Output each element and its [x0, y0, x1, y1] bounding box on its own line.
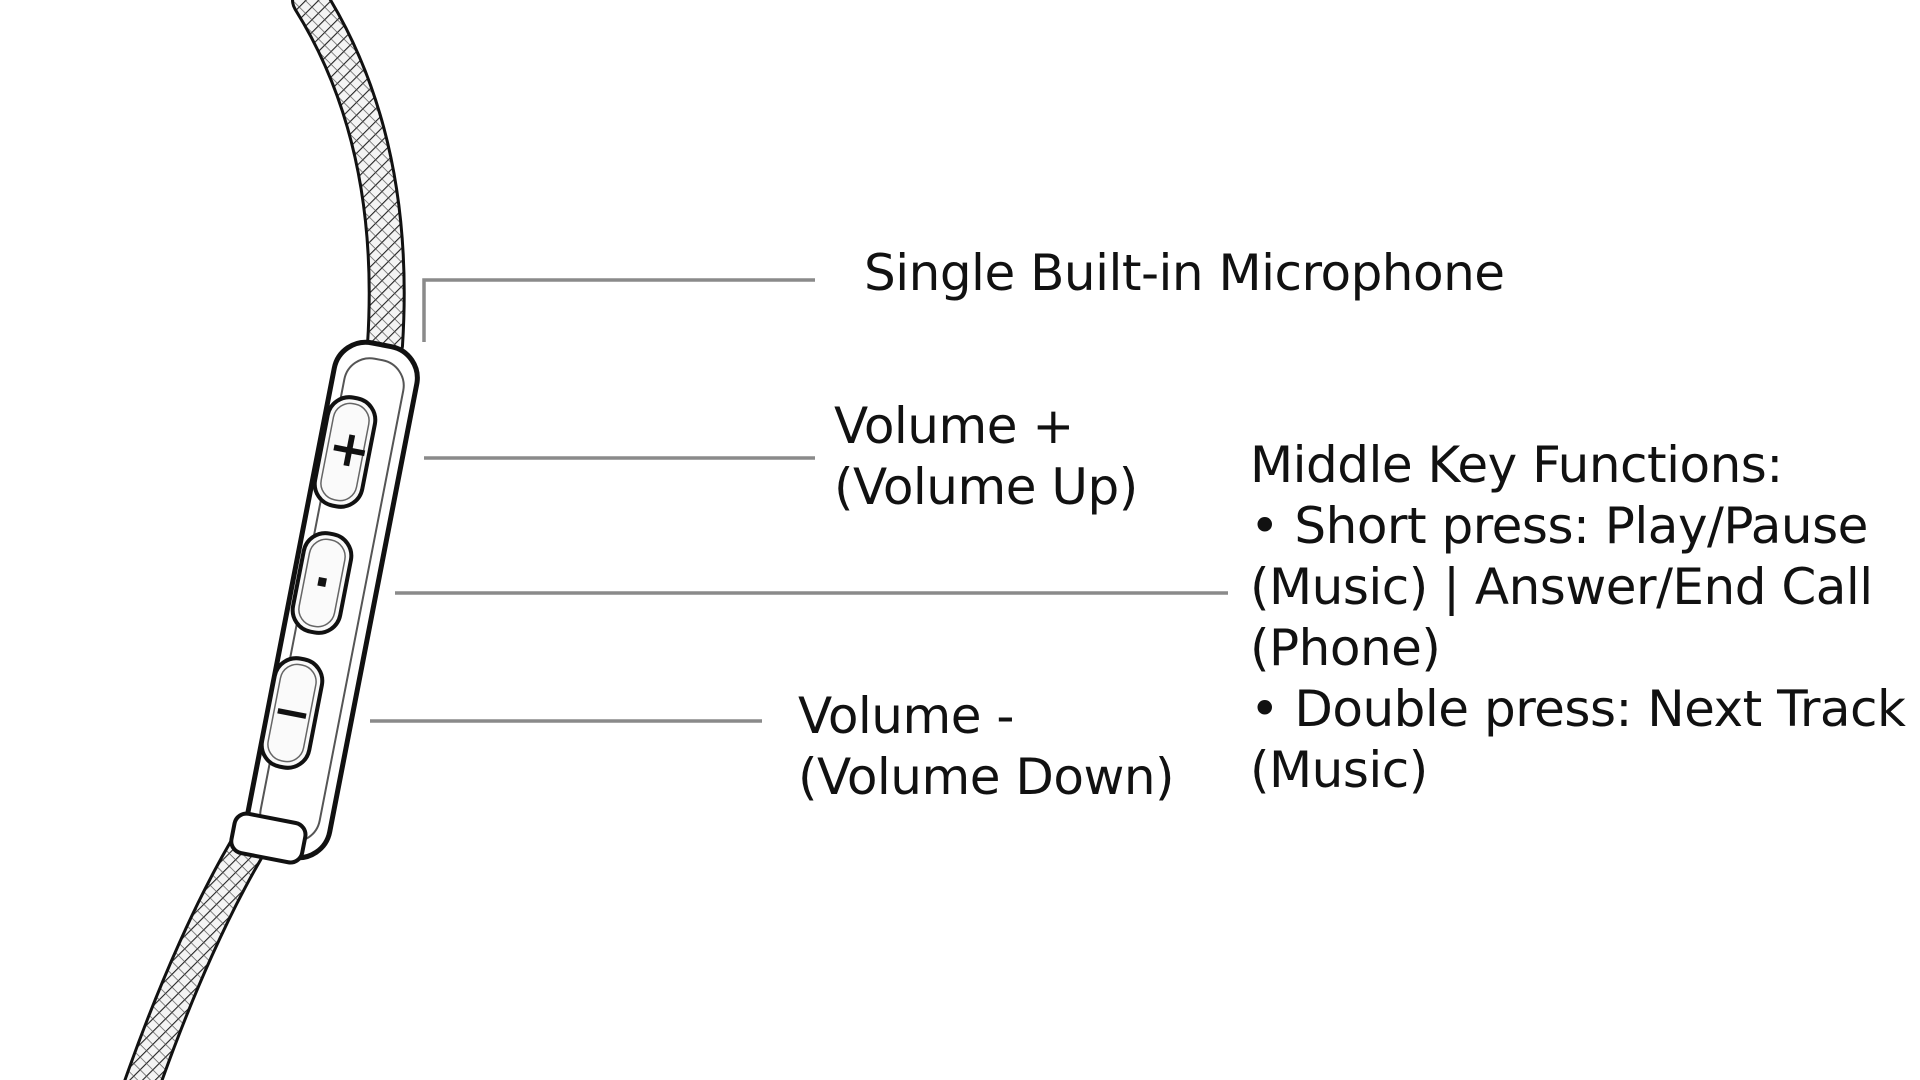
volume-up-button — [312, 395, 378, 509]
middle-key-button — [290, 531, 354, 635]
volume-down-label-line2: (Volume Down) — [798, 748, 1175, 806]
volume-down-label-line1: Volume - — [798, 687, 1014, 745]
middle-key-label-line1: Middle Key Functions: — [1250, 436, 1783, 494]
microphone-callout-line — [422, 278, 815, 342]
middle-key-label-line2: • Short press: Play/Pause — [1250, 497, 1868, 555]
middle-key-label-line6: (Music) — [1250, 741, 1428, 799]
remote-collar — [229, 811, 308, 865]
volume-down-label: Volume - (Volume Down) — [798, 686, 1175, 808]
middle-key-label: Middle Key Functions: • Short press: Pla… — [1250, 435, 1906, 801]
volume-up-label: Volume + (Volume Up) — [834, 396, 1138, 518]
volume-up-label-line2: (Volume Up) — [834, 458, 1138, 516]
cable-lower — [123, 825, 272, 1080]
microphone-label: Single Built-in Microphone — [864, 243, 1505, 304]
middle-key-label-line3: (Music) | Answer/End Call — [1250, 558, 1873, 616]
volume-down-button — [259, 656, 325, 770]
cable-upper — [291, 0, 406, 364]
volume-up-label-line1: Volume + — [834, 397, 1074, 455]
middle-key-label-line5: • Double press: Next Track — [1250, 680, 1906, 738]
microphone-label-text: Single Built-in Microphone — [864, 244, 1505, 302]
middle-key-label-line4: (Phone) — [1250, 619, 1441, 677]
